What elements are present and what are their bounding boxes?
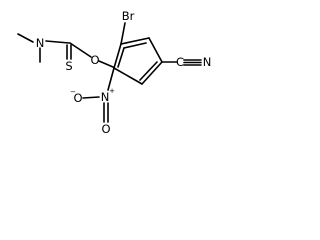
ring-bond-4-inner — [139, 61, 158, 81]
bond-ring-no2 — [107, 67, 115, 91]
bond-o-ring — [98, 60, 114, 68]
atom-nitrile-nitrogen: N — [203, 55, 212, 69]
atom-nitro-oxygen-lower: O — [101, 122, 110, 136]
ring-bond-3 — [148, 37, 163, 63]
ring-bond-2-inner — [123, 42, 147, 49]
bond-ring-br — [120, 22, 126, 45]
bond-c-o — [69, 42, 92, 58]
ring-bond-1 — [113, 43, 122, 69]
atom-thione-sulfur: S — [65, 59, 72, 73]
nitro-positive-charge: + — [109, 87, 115, 95]
bond-n-c — [45, 40, 70, 44]
ring-bond-4 — [141, 61, 163, 85]
atom-bromine: Br — [122, 9, 135, 23]
atom-nitrile-carbon: C — [176, 55, 184, 69]
ring-bond-1-inner — [117, 47, 125, 68]
bond-n-o-upper — [82, 96, 100, 99]
ring-bond-5 — [113, 67, 143, 85]
atom-amine-nitrogen: N — [36, 36, 45, 50]
atom-nitro-oxygen-upper: O — [73, 91, 82, 105]
bond-methyl-left — [17, 33, 34, 43]
ring-bond-2 — [120, 37, 150, 45]
atom-nitro-nitrogen: N — [101, 90, 110, 104]
atom-ester-oxygen: O — [90, 53, 99, 67]
chemical-structure-diagram: N S O Br C N N + O − O — [17, 9, 212, 136]
nitro-negative-charge: − — [70, 88, 76, 96]
